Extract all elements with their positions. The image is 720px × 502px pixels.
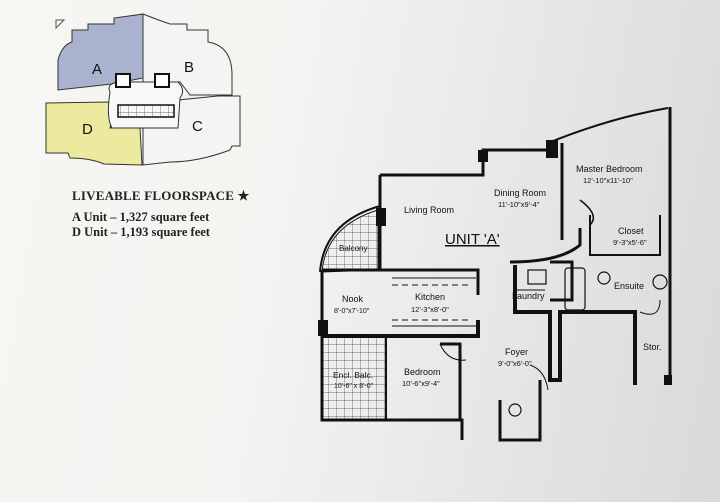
room-name: Living Room [404, 205, 454, 215]
unit-title: UNIT 'A' [445, 231, 500, 248]
room-name: Kitchen [415, 292, 445, 302]
room-size: 11'-10"x9'-4" [498, 200, 540, 209]
key-stairs [117, 104, 175, 118]
room-name: Dining Room [494, 188, 546, 198]
unit-a-plan [318, 107, 672, 442]
room-name: Foyer [505, 347, 528, 357]
key-label-b: B [184, 59, 194, 76]
room-name: Ensuite [614, 281, 644, 291]
key-label-a: A [92, 61, 102, 78]
room-size: 12'-3"x8'-0" [411, 305, 449, 314]
room-name: Master Bedroom [576, 164, 643, 174]
room-name: Nook [342, 294, 364, 304]
key-label-c: C [192, 118, 203, 135]
key-unit-c [142, 95, 241, 166]
north-arrow-icon [55, 19, 66, 30]
room-name: Stor. [643, 342, 662, 352]
room-name: Closet [618, 226, 644, 236]
room-size: 9'-0"x6'-0" [498, 359, 532, 368]
floorspace-line-a: A Unit – 1,327 square feet [72, 210, 210, 224]
room-name: Bedroom [404, 367, 441, 377]
floorspace-line-d: D Unit – 1,193 square feet [72, 225, 210, 239]
key-unit-a [57, 13, 144, 91]
floorspace-heading: LIVEABLE FLOORSPACE ★ [72, 188, 250, 203]
room-name: Balcony [339, 244, 367, 253]
room-size: 8'-0"x7'-10" [334, 308, 370, 315]
floorspace-legend: LIVEABLE FLOORSPACE ★ A Unit – 1,327 squ… [72, 188, 249, 240]
room-size: 10'-6" x 8'-0" [334, 383, 374, 390]
room-size: 12'-10"x11'-10" [583, 176, 633, 185]
room-name: Encl. Balc. [333, 370, 373, 380]
room-size: 10'-6"x9'-4" [402, 379, 440, 388]
key-elevator-2 [154, 73, 170, 88]
room-name: Laundry [512, 291, 545, 301]
room-labels: UNIT 'A' Living Room Dining Room 11'-10"… [333, 164, 662, 390]
key-plan: A B C D [45, 13, 241, 166]
key-label-d: D [82, 121, 93, 138]
room-size: 9'-3"x5'-6" [613, 238, 647, 247]
key-elevator-1 [115, 73, 131, 88]
